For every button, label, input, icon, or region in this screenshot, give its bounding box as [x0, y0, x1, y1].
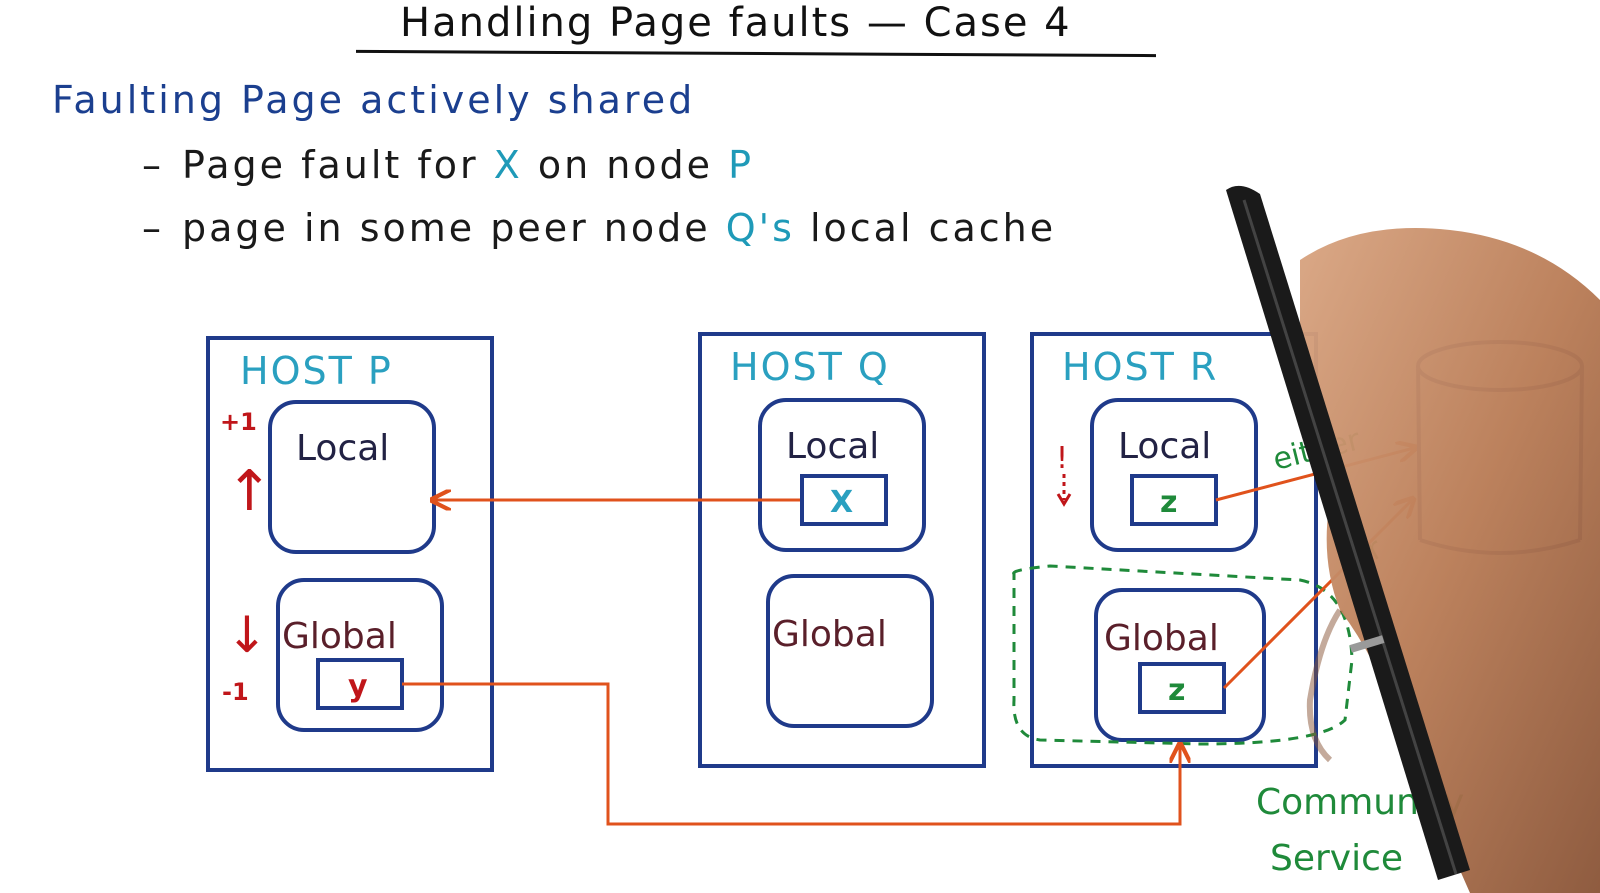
host-p-frame	[206, 336, 494, 772]
host-p-global-box	[276, 578, 444, 732]
bullet-2-part-3: local cache	[794, 206, 1057, 250]
host-q: HOST Q Local X Global	[698, 332, 986, 768]
host-r-global-page-z: z	[1168, 673, 1185, 708]
bullet-2: –page in some peer node Q's local cache	[142, 206, 1056, 250]
host-r-global-label: Global	[1104, 618, 1219, 659]
bullet-2-part-1: page in some peer node	[182, 206, 726, 250]
community-label: Community	[1256, 782, 1464, 823]
host-r-arrowhead	[1056, 493, 1072, 507]
bullet-1: –Page fault for X on node P	[142, 143, 754, 187]
host-r-label: HOST R	[1062, 345, 1218, 389]
host-r-local-label: Local	[1118, 426, 1211, 467]
host-p-page-y: y	[348, 669, 368, 704]
bullet-1-part-1: Page fault for	[182, 143, 494, 187]
service-label: Service	[1270, 838, 1403, 879]
host-q-local-label: Local	[786, 426, 879, 467]
host-p-global-label: Global	[282, 616, 397, 657]
bullet-1-highlight-x: X	[493, 143, 523, 187]
bullet-1-highlight-p: P	[728, 143, 755, 187]
host-q-global-box	[766, 574, 934, 728]
host-p: HOST P Local Global y	[206, 336, 494, 772]
minus-one-marker: -1	[222, 678, 249, 706]
bullet-2-highlight-q: Q's	[725, 206, 795, 250]
host-q-page-x: X	[830, 485, 853, 520]
arrow-p-to-r-global	[402, 682, 1180, 826]
host-q-local-box	[758, 398, 926, 552]
bullet-1-part-3: on node	[522, 143, 729, 187]
or-label: or	[1345, 531, 1390, 577]
host-q-label: HOST Q	[730, 345, 890, 389]
bullet-dash: –	[142, 206, 164, 250]
host-p-local-box	[268, 400, 436, 554]
host-q-frame	[698, 332, 986, 768]
host-r: HOST R Local z Global z	[1030, 332, 1318, 768]
slide-title: Handling Page faults — Case 4	[400, 0, 1072, 46]
heading-text: Faulting Page actively shared	[52, 78, 696, 122]
bullet-dash: –	[142, 143, 164, 187]
down-arrow-icon: ↓	[226, 606, 268, 664]
up-arrow-icon: ↑	[226, 459, 273, 524]
host-p-local-label: Local	[296, 428, 389, 469]
plus-one-marker: +1	[220, 408, 257, 436]
host-r-exclaim-marker: !	[1056, 441, 1068, 476]
host-q-global-label: Global	[772, 614, 887, 655]
host-r-local-page-z: z	[1160, 485, 1177, 520]
host-p-label: HOST P	[240, 349, 393, 393]
disk-icon	[1416, 340, 1584, 555]
host-q-page-x-box	[800, 474, 888, 526]
